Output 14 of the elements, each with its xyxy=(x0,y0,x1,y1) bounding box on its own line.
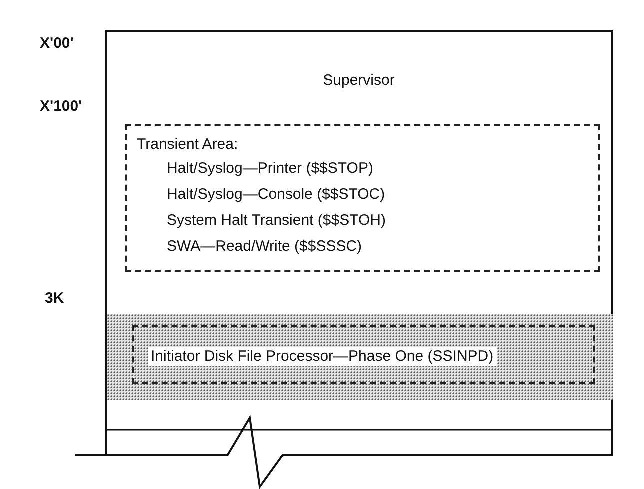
dashed-area-box xyxy=(125,124,600,272)
module-label: Halt/Syslog—Console ($$STOC) xyxy=(167,186,386,203)
module-label: Initiator Disk File Processor—Phase One (SSINPD) xyxy=(148,347,497,366)
memory-map-box xyxy=(105,30,613,455)
module-label: SWA—Read/Write ($$SSSC) xyxy=(167,238,362,255)
shaded-band xyxy=(107,314,613,400)
dashed-area-box xyxy=(132,325,595,384)
area-heading: Transient Area: xyxy=(137,136,238,153)
address-label: X'00' xyxy=(40,35,74,52)
address-label: 3K xyxy=(45,290,64,307)
region-label: Supervisor xyxy=(322,72,396,89)
module-label: System Halt Transient ($$STOH) xyxy=(167,212,386,229)
address-label: X'100' xyxy=(40,98,82,115)
module-label: Halt/Syslog—Printer ($$STOP) xyxy=(167,160,374,177)
